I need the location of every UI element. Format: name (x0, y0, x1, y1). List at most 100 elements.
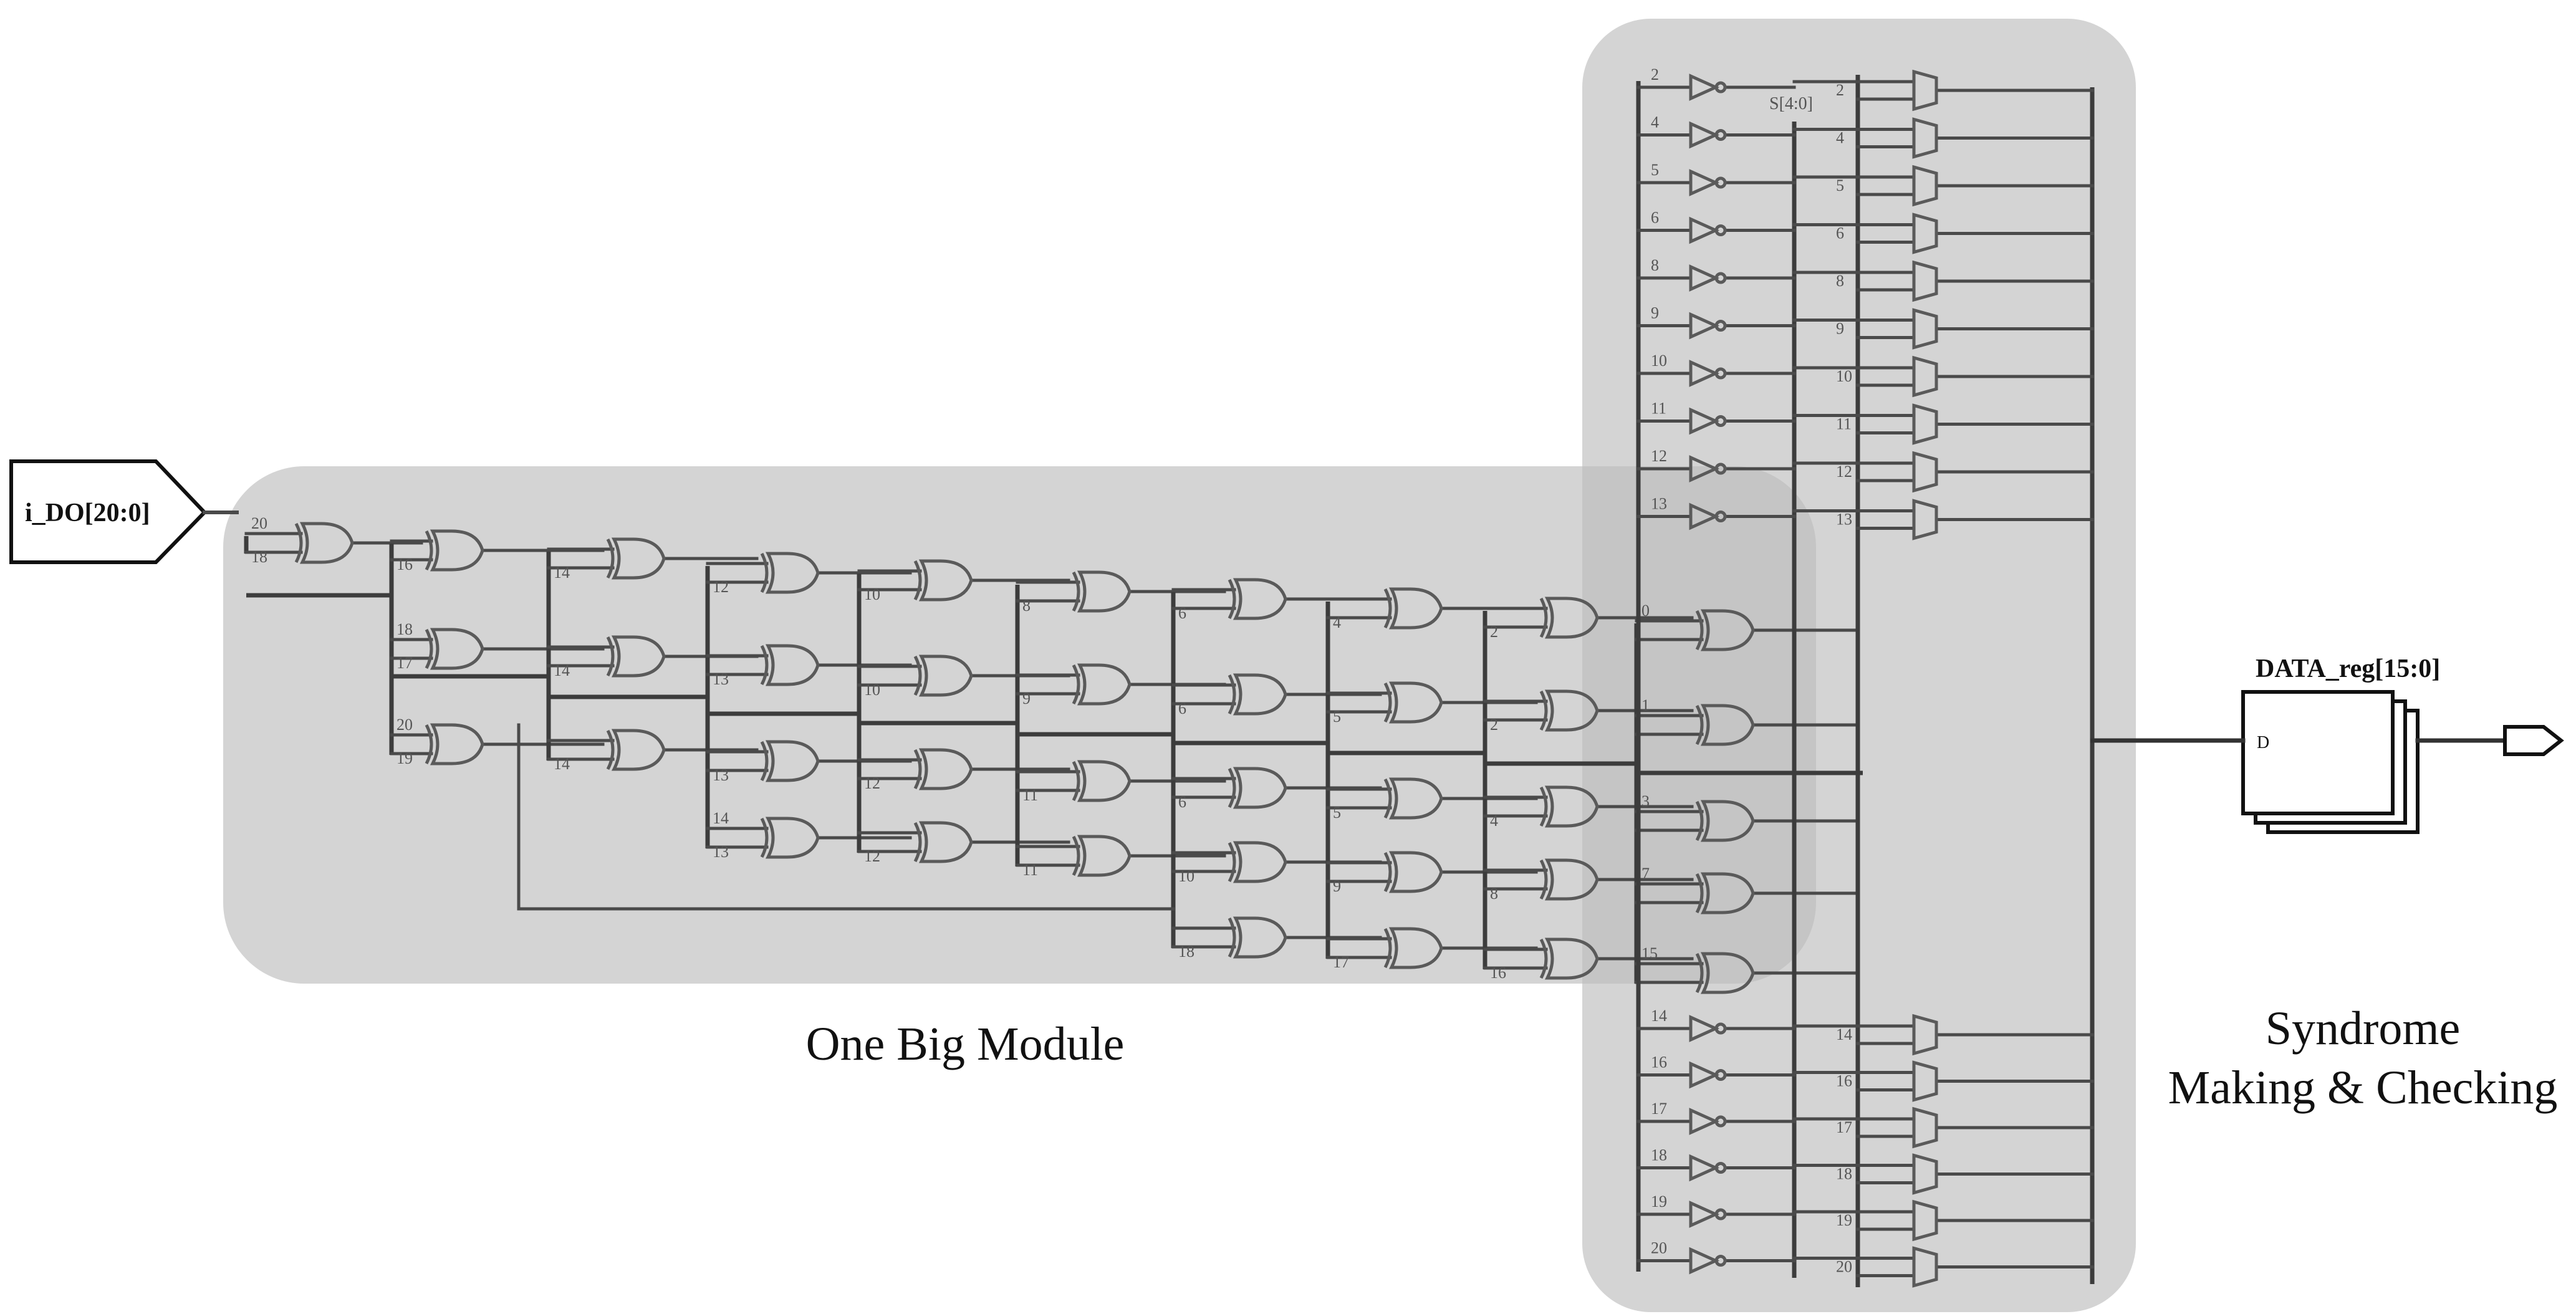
inverter-pin-label: 13 (1651, 495, 1667, 513)
inverter-pin-label: 9 (1651, 304, 1659, 322)
mux-body (1912, 1199, 1938, 1242)
mux-pin-label: 2 (1836, 81, 1844, 99)
inverter-pin-label: 2 (1651, 65, 1659, 84)
xor-gate (1228, 767, 1287, 809)
xor-gate-body (1077, 570, 1132, 613)
gate-pin-label-b: 11 (1022, 786, 1038, 804)
inverter (1689, 121, 1727, 149)
inverter (1689, 74, 1727, 101)
mux (1912, 355, 1938, 398)
xor-gate (913, 559, 973, 602)
xor-gate (1072, 663, 1132, 706)
inverter-body (1689, 1015, 1720, 1042)
xor-gate-input-arc (1228, 578, 1236, 620)
mux (1912, 1153, 1938, 1195)
xor-gate (1383, 851, 1443, 893)
gate-pin-label-b: 9 (1333, 877, 1341, 895)
gate-pin-label-b: 10 (864, 585, 880, 603)
xor-gate-input-arc (1383, 588, 1392, 629)
input-port-label: i_DO[20:0] (25, 499, 150, 527)
xor-gate-body (765, 644, 820, 686)
mux-body (1912, 260, 1938, 302)
xor-gate-body (1700, 800, 1755, 842)
mux-body (1912, 308, 1938, 350)
gate-pin-label-a: 18 (396, 620, 413, 638)
inverter-pin-label: 20 (1651, 1239, 1667, 1257)
inverter-pin-label: 10 (1651, 352, 1667, 370)
xor-gate-body (1233, 767, 1287, 809)
xor-gate-body (1700, 609, 1755, 651)
xor-gate (913, 655, 973, 697)
inverter-bubble (1714, 176, 1727, 189)
input-port: i_DO[20:0] (9, 459, 208, 564)
xor-gate-body (1388, 777, 1443, 820)
xor-gate-input-arc (1383, 851, 1392, 893)
xor-gate-input-arc (1539, 690, 1548, 731)
mux-pin-label: 8 (1836, 272, 1844, 290)
xor-gate-body (1544, 858, 1599, 901)
inverter (1689, 1061, 1727, 1089)
gate-pin-label-b: 5 (1333, 707, 1341, 726)
data-register: D DATA_reg[15:0] (2241, 655, 2440, 834)
inverter-body (1689, 455, 1720, 482)
xor-gate-input-arc (913, 655, 922, 696)
inverter-pin-label: 6 (1651, 209, 1659, 227)
xor-gate-input-arc (1539, 786, 1548, 827)
xor-gate-body (1233, 841, 1287, 883)
xor-gate-body (1233, 578, 1287, 620)
inverter (1689, 407, 1727, 435)
xor-gate-input-arc (425, 628, 433, 669)
xor-gate-body (1544, 689, 1599, 732)
inverter (1689, 216, 1727, 244)
inverter-pin-label: 12 (1651, 447, 1667, 465)
inverter (1689, 1247, 1727, 1275)
xor-gate-body (611, 537, 666, 580)
xor-gate-input-arc (1695, 610, 1704, 651)
inverter-bubble (1714, 81, 1727, 94)
xor-gate (425, 628, 484, 670)
xor-gate-body (1700, 952, 1755, 994)
output-port (2503, 725, 2564, 756)
syndrome-label-line1: Syndrome (2266, 1002, 2460, 1055)
mux-body (1912, 213, 1938, 254)
xor-gate-body (430, 723, 484, 765)
gate-pin-label-b: 18 (1178, 942, 1194, 961)
inverter (1689, 1201, 1727, 1228)
inverter-pin-label: 17 (1651, 1100, 1667, 1118)
bus-label: S[4:0] (1769, 94, 1813, 113)
xor-gate (1228, 578, 1287, 620)
inverter-body (1689, 169, 1720, 196)
inverter-bubble (1714, 224, 1727, 236)
xor-gate-input-arc (1383, 928, 1392, 969)
xor-gate (1539, 689, 1599, 732)
gate-pin-label-b: 5 (1333, 803, 1341, 822)
xor-gate-body (1077, 663, 1132, 706)
inverter (1689, 264, 1727, 292)
xor-gate-input-arc (1072, 664, 1080, 705)
xor-gate-input-arc (760, 645, 769, 686)
mux (1912, 1014, 1938, 1056)
xor-gate (425, 529, 484, 572)
xor-gate-body (430, 628, 484, 670)
mux (1912, 260, 1938, 302)
xor-gate-input-arc (606, 538, 615, 579)
xor-gate-input-arc (1228, 842, 1236, 883)
xor-gate (1695, 952, 1755, 994)
xor-gate-input-arc (913, 749, 922, 790)
xor-gate (1539, 938, 1599, 980)
mux-body (1912, 355, 1938, 398)
inverter-bubble (1714, 1208, 1727, 1220)
gate-pin-label-a: 20 (251, 514, 267, 532)
gate-pin-label-b: 12 (864, 774, 880, 792)
xor-gate-body (611, 729, 666, 771)
inverter-body (1689, 121, 1720, 149)
mux-body (1912, 1153, 1938, 1195)
inverter-body (1689, 407, 1720, 435)
xor-gate (1695, 872, 1755, 914)
xor-gate (606, 537, 666, 580)
xor-gate-body (1077, 835, 1132, 877)
gate-pin-label-a: 3 (1641, 792, 1650, 810)
xor-gate-input-arc (1539, 859, 1548, 900)
xor-gate-input-arc (1539, 938, 1548, 979)
